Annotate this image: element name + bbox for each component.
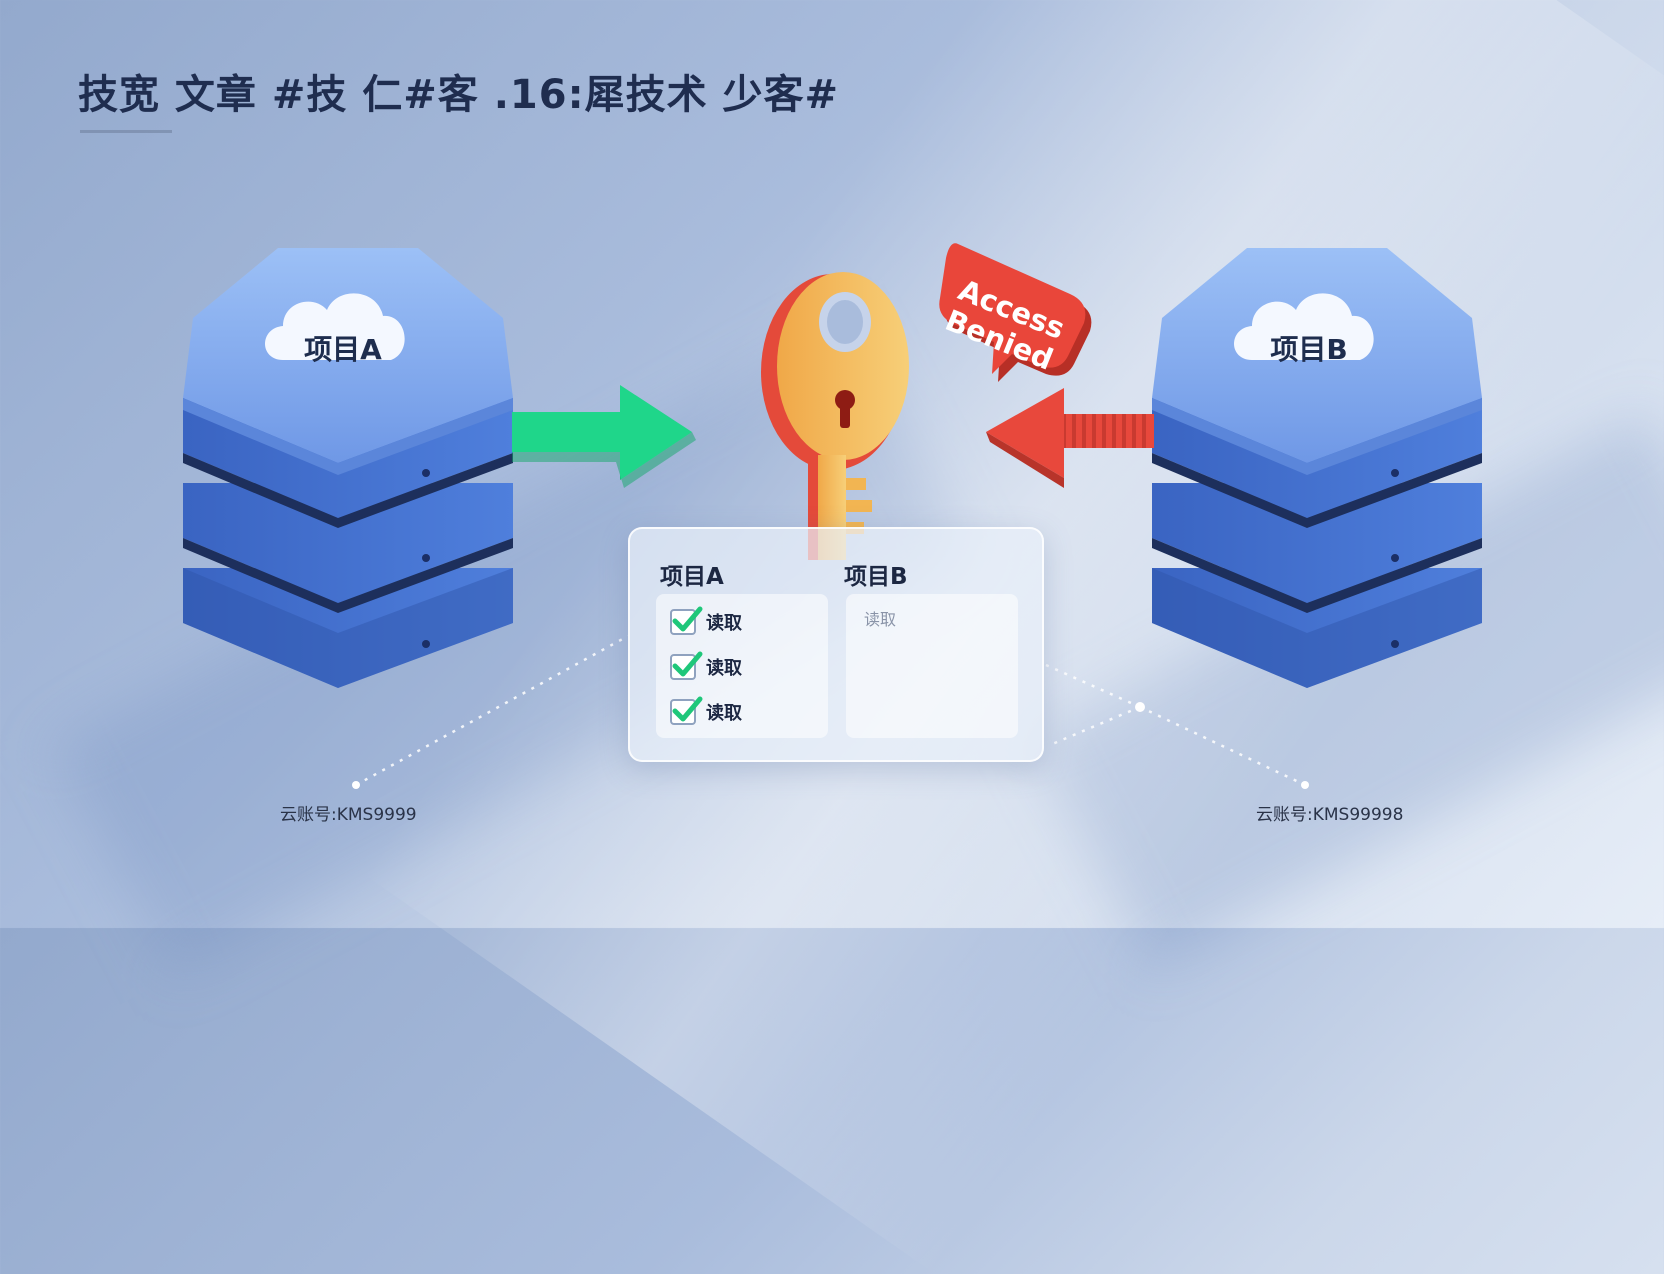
permission-label: 读取 — [706, 703, 742, 724]
connector-lines — [355, 634, 1306, 787]
permission-label: 读取 — [706, 658, 742, 679]
diagram-canvas — [183, 243, 1482, 789]
permission-col-b: 读取 — [846, 594, 1018, 738]
arrow-left-icon — [986, 388, 1154, 488]
server-stack-icon — [1152, 248, 1482, 688]
page-title: 技宽 文章 #技 仁#客 .16:犀技术 少客# — [78, 72, 840, 118]
permission-col-a-header: 项目A — [660, 564, 724, 590]
permission-col-b-header: 项目B — [844, 564, 908, 590]
speech-bubble-icon — [939, 243, 1092, 382]
connector-dot-b — [1135, 702, 1145, 712]
project-b-cloud-label: 项目B — [1270, 333, 1348, 366]
server-stack-icon — [183, 248, 513, 688]
arrow-right-icon — [512, 385, 696, 488]
permission-row[interactable]: 读取 — [670, 651, 742, 683]
connector-line-b1 — [1045, 663, 1141, 709]
connector-line-b2 — [1139, 705, 1306, 787]
account-label-b: 云账号:KMS99998 — [1256, 805, 1404, 825]
checkbox-checked-icon[interactable] — [670, 651, 703, 680]
permission-label-disabled: 读取 — [864, 610, 897, 629]
checkbox-checked-icon[interactable] — [670, 696, 703, 725]
cloud-icon — [1234, 293, 1374, 360]
permission-panel: 项目A 项目B 读取 读取 读取 读取 — [628, 527, 1044, 762]
permission-col-a: 读取 读取 读取 — [656, 594, 828, 738]
connector-line-a — [355, 634, 629, 787]
permission-label: 读取 — [706, 613, 742, 634]
permission-row[interactable]: 读取 — [670, 696, 742, 728]
title-underline — [80, 130, 172, 133]
connector-dot-a — [352, 781, 360, 789]
permission-row[interactable]: 读取 — [670, 606, 742, 638]
checkbox-checked-icon[interactable] — [670, 606, 703, 635]
keyhole-icon — [835, 390, 855, 428]
key-icon — [761, 272, 909, 560]
connector-dot-b-end — [1301, 781, 1309, 789]
connector-line-b3 — [1049, 705, 1141, 747]
cloud-icon — [265, 293, 405, 360]
account-label-a: 云账号:KMS9999 — [280, 805, 417, 825]
project-a-cloud-label: 项目A — [304, 333, 382, 366]
